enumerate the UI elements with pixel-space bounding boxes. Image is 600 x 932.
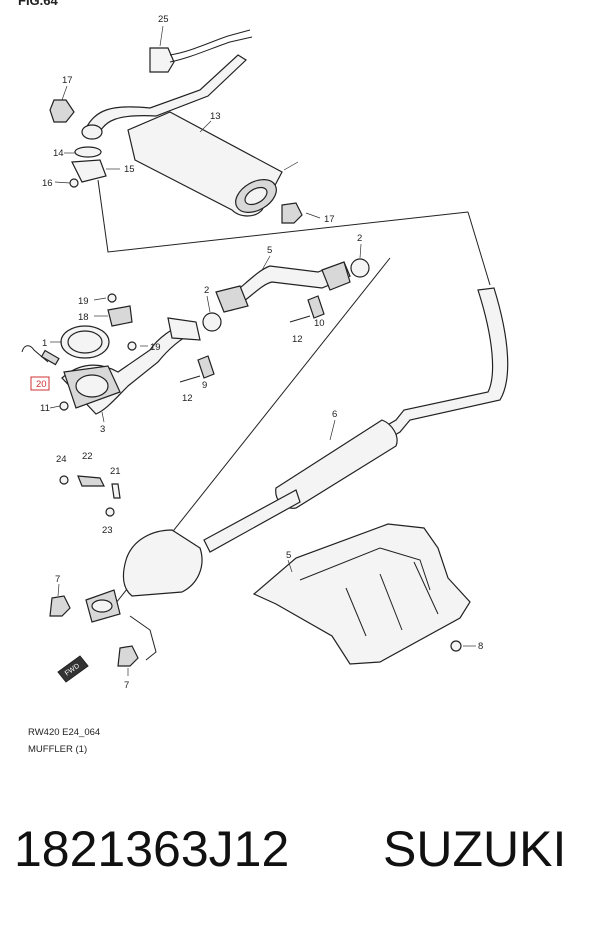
part-6-resonator [275, 419, 398, 509]
part-24-bolt [59, 475, 69, 485]
callout-7: 7 [55, 574, 60, 585]
figure-header: FIG.64 [18, 0, 58, 8]
part-21-clip [111, 483, 121, 499]
part-18-bracket [107, 305, 133, 327]
callout-24: 24 [56, 454, 67, 465]
callout-16: 16 [42, 178, 53, 189]
callout-15: 15 [124, 164, 135, 175]
callout-20: 20 [36, 379, 47, 390]
diagram-caption: MUFFLER (1) [28, 744, 88, 755]
part-11-nut [59, 401, 69, 411]
callout-19: 19 [78, 296, 89, 307]
callout-11: 11 [40, 403, 50, 414]
part-25-hanger [149, 47, 175, 73]
part-7-hanger [49, 595, 71, 617]
assembly-frame-line [467, 211, 491, 286]
diagram-code: RW420 E24_064 [28, 727, 101, 738]
tail-pipe [84, 54, 247, 137]
callout-8: 8 [478, 641, 483, 652]
callout-labels: 25 17 13 14 15 16 17 5 2 2 19 18 10 12 1… [36, 14, 483, 691]
fwd-arrow-icon: FWD [57, 655, 89, 683]
part-20-sensor [40, 349, 60, 366]
callout-1: 1 [42, 338, 47, 349]
assembly-frame-line [97, 179, 469, 253]
part-19-bolt [107, 293, 117, 303]
part-5-heat-shield [252, 523, 471, 665]
callout-19-lower: 19 [150, 342, 161, 353]
part-17-hanger [49, 99, 75, 123]
callout-12: 12 [292, 334, 303, 345]
exploded-parts-diagram: FWD 25 17 13 14 15 16 [18, 0, 509, 755]
part-23-bolt [105, 507, 115, 517]
callout-22: 22 [82, 451, 93, 462]
callout-6: 6 [332, 409, 337, 420]
callout-7-lower: 7 [124, 680, 129, 691]
callout-14: 14 [53, 148, 64, 159]
part-17-hanger-right [281, 202, 303, 224]
part-8-nut [450, 640, 462, 652]
callout-10: 10 [314, 318, 325, 329]
part-4-flange [215, 285, 249, 313]
part-2-gasket [350, 258, 370, 278]
part-number: 1821363J12 [14, 821, 290, 877]
diagram-drawing: FWD 25 17 13 14 15 16 [21, 14, 509, 691]
brand-name: SUZUKI [383, 821, 567, 877]
part-14-gasket [74, 146, 102, 158]
product-info-bar [0, 775, 600, 932]
highlight-box-20 [30, 376, 50, 391]
callout-5: 5 [286, 550, 291, 561]
part-19-bolt-lower [127, 341, 137, 351]
catalytic-converter [122, 529, 203, 597]
callout-12-lower: 12 [182, 393, 193, 404]
part-9-spring [197, 355, 215, 379]
part-16-bolt [69, 178, 79, 188]
part-10-spring [307, 295, 325, 319]
callout-2: 2 [357, 233, 362, 244]
callout-4: 5 [267, 245, 272, 256]
callout-2-lower: 2 [204, 285, 209, 296]
callout-25: 25 [158, 14, 169, 25]
part-22-bracket [77, 475, 105, 487]
callout-23: 23 [102, 525, 113, 536]
part-2-gasket-lower [202, 312, 222, 332]
callout-21: 21 [110, 466, 121, 477]
part-15-bracket [71, 159, 107, 183]
part-4-pipe [224, 261, 351, 311]
callout-13: 13 [210, 111, 221, 122]
part-7-hanger-lower [117, 645, 139, 667]
callout-18: 18 [78, 312, 89, 323]
callout-9: 9 [202, 380, 207, 391]
callout-17-right: 17 [324, 214, 335, 225]
part-20-sensor-wire [21, 345, 49, 363]
callout-17: 17 [62, 75, 73, 86]
callout-3: 3 [100, 424, 105, 435]
